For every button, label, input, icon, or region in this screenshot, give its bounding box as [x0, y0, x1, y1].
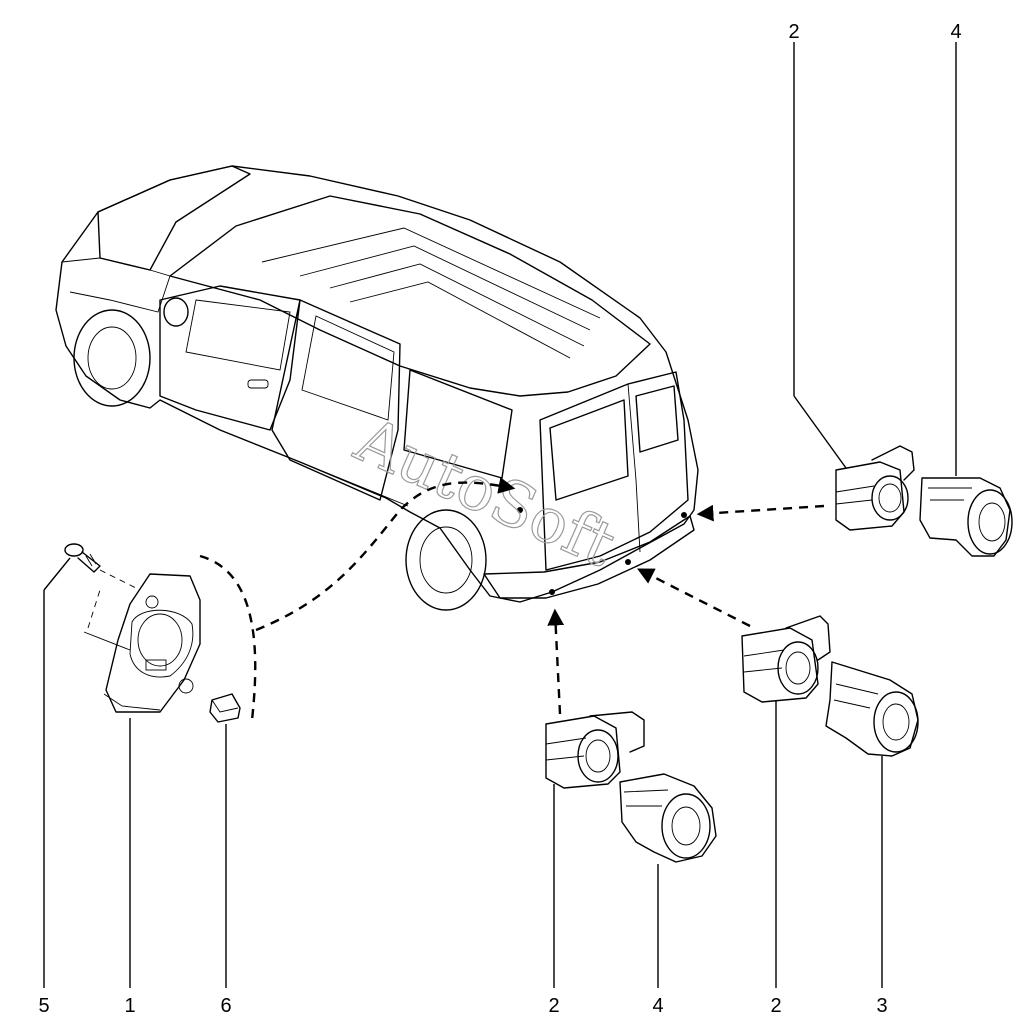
- sensor-ring-upper-right: [919, 477, 1013, 557]
- connection-arrows: [199, 477, 825, 721]
- callout-label-top-right: 4: [950, 21, 961, 43]
- parking-sensor-lower: [545, 711, 645, 789]
- screw-part-5: [64, 543, 101, 573]
- callout-label-2-lower: 2: [548, 995, 559, 1017]
- leader-lines: [43, 42, 957, 988]
- callout-label-4-lower: 4: [652, 995, 663, 1017]
- callout-label-6: 6: [220, 995, 231, 1017]
- callout-label-3: 3: [876, 995, 887, 1017]
- parking-sensor-upper-right: [835, 445, 915, 531]
- callout-label-1: 1: [124, 995, 135, 1017]
- parking-sensor-middle: [741, 615, 831, 703]
- vehicle-outline: [55, 165, 699, 611]
- sensor-bracket-part-1: [103, 573, 201, 713]
- sensor-ring-middle: [825, 661, 919, 757]
- callout-label-top-left: 2: [788, 21, 799, 43]
- sensor-ring-lower: [619, 773, 717, 863]
- clip-part-6: [209, 693, 241, 723]
- callout-label-2-middle: 2: [770, 995, 781, 1017]
- callout-label-5: 5: [38, 995, 49, 1017]
